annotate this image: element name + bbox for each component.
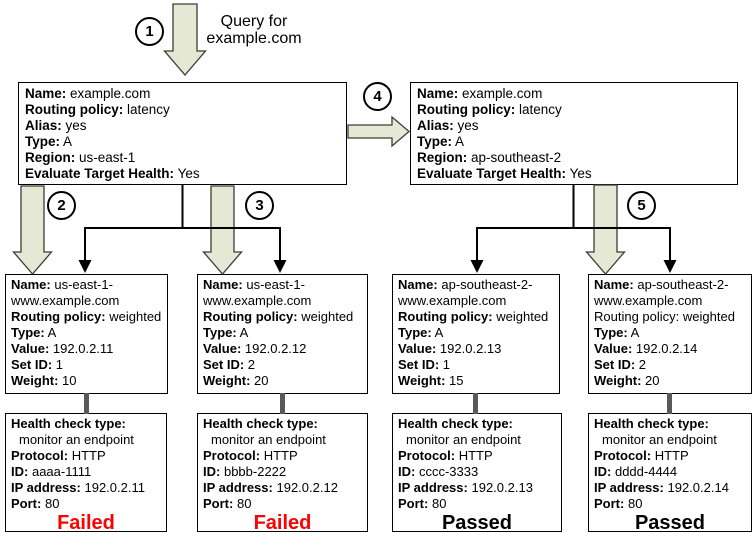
field-id: ID: bbbb-2222 [203,464,287,479]
field-health-check-type: Health check type: [11,416,126,431]
record-healthcheck-link-3 [473,393,478,414]
field-port: Port: 80 [594,496,643,511]
record-healthcheck-link-2 [280,393,285,414]
step-1-badge: 1 [135,17,164,46]
field-health-check-type-value: monitor an endpoint [211,432,326,447]
field-routing-policy: Routing policy: latency [25,102,170,117]
query-label: Query for example.com [198,13,310,47]
flow-arrow-step4-icon [347,115,411,148]
field-health-check-type: Health check type: [594,416,709,431]
health-check-cccc-3333: Health check type: monitor an endpoint P… [392,413,562,533]
field-id: ID: cccc-3333 [398,464,479,479]
branch-arrowhead-ap-southeast-2-a-icon [470,260,484,273]
field-name: Name: ap-southeast-2-www.example.com [594,277,729,308]
field-routing-policy: Routing policy: weighted [398,309,549,324]
record-healthcheck-link-1 [84,393,89,414]
health-check-dddd-4444: Health check type: monitor an endpoint P… [588,413,752,533]
field-set-id: Set ID: 2 [594,357,647,372]
field-ip-address: IP address: 192.0.2.13 [398,480,533,495]
field-type: Type: A [594,325,640,340]
flow-arrow-step2-icon [12,185,53,275]
field-protocol: Protocol: HTTP [11,448,106,463]
flow-arrow-step5-icon [585,184,626,275]
field-region: Region: ap-southeast-2 [417,150,562,165]
field-protocol: Protocol: HTTP [398,448,493,463]
query-label-line1: Query for [220,13,288,30]
field-ip-address: IP address: 192.0.2.14 [594,480,729,495]
field-name: Name: us-east-1-www.example.com [11,277,120,308]
field-value: Value: 192.0.2.13 [398,341,502,356]
field-port: Port: 80 [203,496,252,511]
field-protocol: Protocol: HTTP [594,448,689,463]
field-health-check-type: Health check type: [398,416,513,431]
step-5-badge: 5 [627,191,656,220]
branch-arrowhead-ap-southeast-2-b-icon [663,260,677,273]
field-ip-address: IP address: 192.0.2.12 [203,480,338,495]
health-status: Failed [57,512,115,533]
field-name: Name: example.com [25,86,151,101]
latency-record-ap-southeast-2: Name: example.com Routing policy: latenc… [410,82,738,185]
field-type: Type: A [398,325,444,340]
field-weight: Weight: 15 [398,373,464,388]
field-type: Type: A [417,134,465,149]
health-status: Passed [441,512,513,533]
weighted-record-192-0-2-11: Name: us-east-1-www.example.com Routing … [5,274,168,394]
field-health-check-type-value: monitor an endpoint [602,432,717,447]
step-3-badge: 3 [245,191,274,220]
query-label-line2: example.com [206,30,302,47]
field-protocol: Protocol: HTTP [203,448,298,463]
field-ip-address: IP address: 192.0.2.11 [11,480,145,495]
step-4-badge: 4 [363,82,392,111]
field-type: Type: A [25,134,73,149]
field-routing-policy: Routing policy: weighted [203,309,354,324]
field-alias: Alias: yes [417,118,479,133]
health-check-aaaa-1111: Health check type: monitor an endpoint P… [5,413,167,533]
branch-arrowhead-us-east-1-b-icon [273,260,287,273]
field-weight: Weight: 10 [11,373,77,388]
field-health-check-type-value: monitor an endpoint [19,432,134,447]
field-type: Type: A [203,325,249,340]
branch-arrowhead-us-east-1-a-icon [78,260,92,273]
field-health-check-type-value: monitor an endpoint [406,432,521,447]
field-routing-policy: Routing policy: weighted [11,309,162,324]
field-routing-policy: Routing policy: latency [417,102,562,117]
field-region: Region: us-east-1 [25,150,136,165]
weighted-record-192-0-2-13: Name: ap-southeast-2-www.example.com Rou… [392,274,560,394]
field-id: ID: dddd-4444 [594,464,678,479]
field-weight: Weight: 20 [203,373,269,388]
weighted-record-192-0-2-14: Name: ap-southeast-2-www.example.com Rou… [588,274,752,394]
weighted-record-192-0-2-12: Name: us-east-1-www.example.com Routing … [197,274,368,394]
field-value: Value: 192.0.2.12 [203,341,307,356]
field-port: Port: 80 [11,496,60,511]
step-2-badge: 2 [47,191,76,220]
field-set-id: Set ID: 1 [11,357,64,372]
field-evaluate-target-health: Evaluate Target Health: Yes [25,166,200,181]
field-name: Name: ap-southeast-2-www.example.com [398,277,533,308]
field-value: Value: 192.0.2.11 [11,341,114,356]
field-health-check-type: Health check type: [203,416,318,431]
field-value: Value: 192.0.2.14 [594,341,698,356]
field-weight: Weight: 20 [594,373,660,388]
field-set-id: Set ID: 1 [398,357,451,372]
field-type: Type: A [11,325,57,340]
health-check-bbbb-2222: Health check type: monitor an endpoint P… [197,413,368,533]
field-name: Name: us-east-1-www.example.com [203,277,312,308]
field-alias: Alias: yes [25,118,87,133]
field-routing-policy: Routing policy: weighted [594,309,735,324]
field-id: ID: aaaa-1111 [11,464,92,479]
health-status: Passed [634,512,706,533]
record-healthcheck-link-4 [667,393,672,414]
field-set-id: Set ID: 2 [203,357,256,372]
field-name: Name: example.com [417,86,543,101]
field-port: Port: 80 [398,496,447,511]
flow-arrow-step3-icon [202,185,243,275]
latency-record-us-east-1: Name: example.com Routing policy: latenc… [18,82,347,185]
field-evaluate-target-health: Evaluate Target Health: Yes [417,166,592,181]
health-status: Failed [253,512,312,533]
